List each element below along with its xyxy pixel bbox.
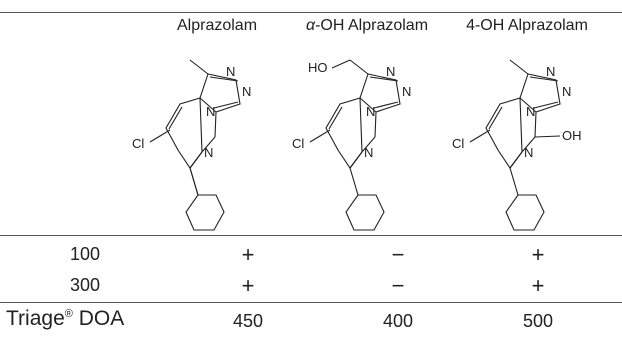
column-header-4-oh-alprazolam: 4-OH Alprazolam (442, 17, 612, 35)
cell-triage-4-oh: 500 (522, 311, 554, 331)
triage-text: Triage (6, 307, 65, 330)
atom-n: N (402, 84, 411, 99)
atom-n: N (204, 145, 213, 160)
atom-ho: HO (308, 60, 328, 75)
column-header-text: Alprazolam (176, 17, 258, 34)
column-header-alprazolam: Alprazolam (132, 17, 302, 35)
atom-n: N (386, 64, 395, 79)
cell-300-alpha-oh: − (391, 273, 405, 298)
atom-n: N (364, 145, 373, 160)
cell-triage-alprazolam: 450 (232, 311, 264, 331)
doa-text: DOA (72, 307, 125, 330)
atom-n: N (526, 104, 535, 119)
row-label-300: 300 (69, 275, 101, 295)
structures-bottom-rule (0, 235, 622, 236)
atom-cl: Cl (292, 136, 304, 151)
row-label-triage-doa: Triage® DOA (6, 307, 124, 331)
cell-100-alprazolam: + (241, 242, 255, 267)
structure-alpha-oh-alprazolam: HO N N N N Cl (292, 59, 411, 231)
structure-4-oh-alprazolam: OH N N N N Cl (452, 59, 582, 231)
atom-cl: Cl (132, 136, 144, 151)
top-rule (0, 12, 622, 13)
column-header-text: 4-OH Alprazolam (466, 17, 588, 34)
cell-300-4-oh: + (531, 273, 545, 298)
atom-n: N (524, 145, 533, 160)
column-header-alpha-oh-alprazolam: α-OH Alprazolam (282, 17, 452, 35)
concentration-bottom-rule (0, 302, 622, 303)
atom-oh: OH (562, 128, 582, 143)
structure-alprazolam: N N N N Cl (132, 59, 251, 231)
cell-300-alprazolam: + (241, 273, 255, 298)
atom-n: N (546, 64, 555, 79)
cell-triage-alpha-oh: 400 (382, 311, 414, 331)
alpha-symbol: α (305, 17, 316, 34)
atom-n: N (242, 84, 251, 99)
atom-n: N (226, 64, 235, 79)
column-header-text: -OH Alprazolam (315, 17, 429, 34)
row-label-100: 100 (69, 244, 101, 264)
cell-100-4-oh: + (531, 242, 545, 267)
atom-n: N (366, 104, 375, 119)
atom-n: N (562, 84, 571, 99)
atom-cl: Cl (452, 136, 464, 151)
atom-n: N (206, 104, 215, 119)
cell-100-alpha-oh: − (391, 242, 405, 267)
registered-mark: ® (64, 308, 73, 320)
